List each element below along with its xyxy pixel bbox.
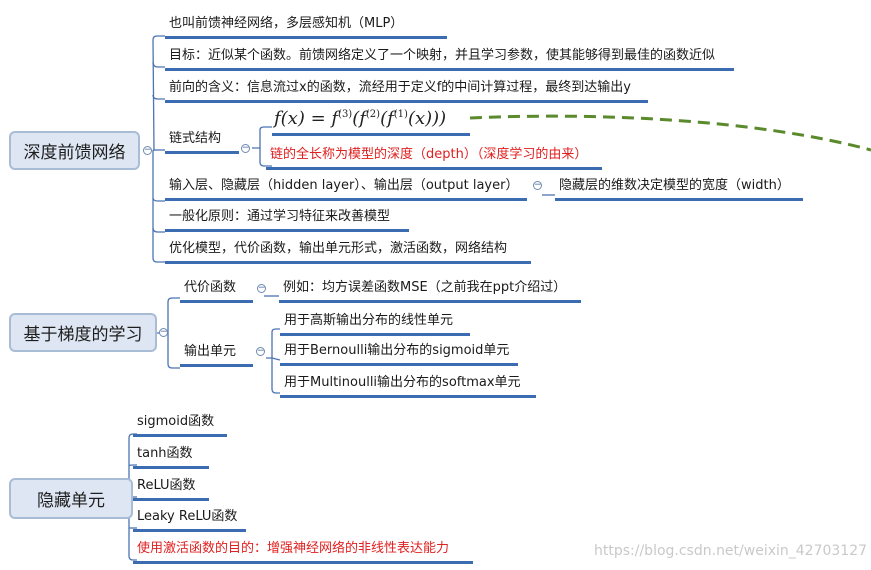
- node-forward[interactable]: 前向的含义：信息流过x的函数，流经用于定义f的中间计算过程，最终到达输出y: [165, 79, 648, 103]
- node-optimize[interactable]: 优化模型，代价函数，输出单元形式，激活函数，网络结构: [165, 240, 531, 264]
- node-output-unit[interactable]: 输出单元: [180, 343, 253, 367]
- collapse-toggle-icon[interactable]: −: [257, 283, 266, 293]
- node-chain-depth[interactable]: 链的全长称为模型的深度（depth）（深度学习的由来）: [266, 146, 602, 170]
- node-leaky-relu[interactable]: Leaky ReLU函数: [133, 508, 246, 532]
- root-gradient-learning[interactable]: 基于梯度的学习: [9, 313, 157, 352]
- node-width[interactable]: 隐藏层的维数决定模型的宽度（width）: [555, 177, 803, 201]
- node-layers[interactable]: 输入层、隐藏层（hidden layer）、输出层（output layer）: [165, 177, 527, 201]
- node-generalize[interactable]: 一般化原则：通过学习特征来改善模型: [165, 208, 409, 232]
- collapse-toggle-icon[interactable]: −: [241, 143, 250, 153]
- node-activation-purpose[interactable]: 使用激活函数的目的：增强神经网络的非线性表达能力: [133, 540, 473, 564]
- node-output-softmax[interactable]: 用于Multinoulli输出分布的softmax单元: [280, 374, 536, 398]
- node-chain[interactable]: 链式结构: [165, 130, 239, 154]
- node-cost-example[interactable]: 例如：均方误差函数MSE（之前我在ppt介绍过）: [279, 279, 581, 303]
- node-goal[interactable]: 目标：近似某个函数。前馈网络定义了一个映射，并且学习参数，使其能够得到最佳的函数…: [165, 47, 734, 71]
- watermark: https://blog.csdn.net/weixin_42703127: [594, 543, 868, 559]
- collapse-toggle-icon[interactable]: −: [159, 327, 168, 337]
- node-output-sigmoid[interactable]: 用于Bernoulli输出分布的sigmoid单元: [280, 342, 518, 366]
- node-alias[interactable]: 也叫前馈神经网络，多层感知机（MLP）: [165, 15, 447, 39]
- node-cost-function[interactable]: 代价函数: [180, 279, 253, 303]
- collapse-toggle-icon[interactable]: −: [256, 346, 265, 356]
- collapse-toggle-icon[interactable]: −: [533, 180, 542, 190]
- node-sigmoid[interactable]: sigmoid函数: [133, 413, 227, 437]
- formula-underline: [272, 111, 470, 136]
- root-deep-feedforward[interactable]: 深度前馈网络: [9, 131, 140, 170]
- dashed-arrow: [469, 114, 871, 152]
- node-tanh[interactable]: tanh函数: [133, 445, 209, 469]
- node-relu[interactable]: ReLU函数: [133, 477, 209, 501]
- root-hidden-units[interactable]: 隐藏单元: [9, 478, 133, 519]
- collapse-toggle-icon[interactable]: −: [143, 145, 152, 155]
- node-output-linear[interactable]: 用于高斯输出分布的线性单元: [280, 312, 470, 336]
- chain-formula: f(x) = f(3)(f(2)(f(1)(x))): [274, 108, 447, 129]
